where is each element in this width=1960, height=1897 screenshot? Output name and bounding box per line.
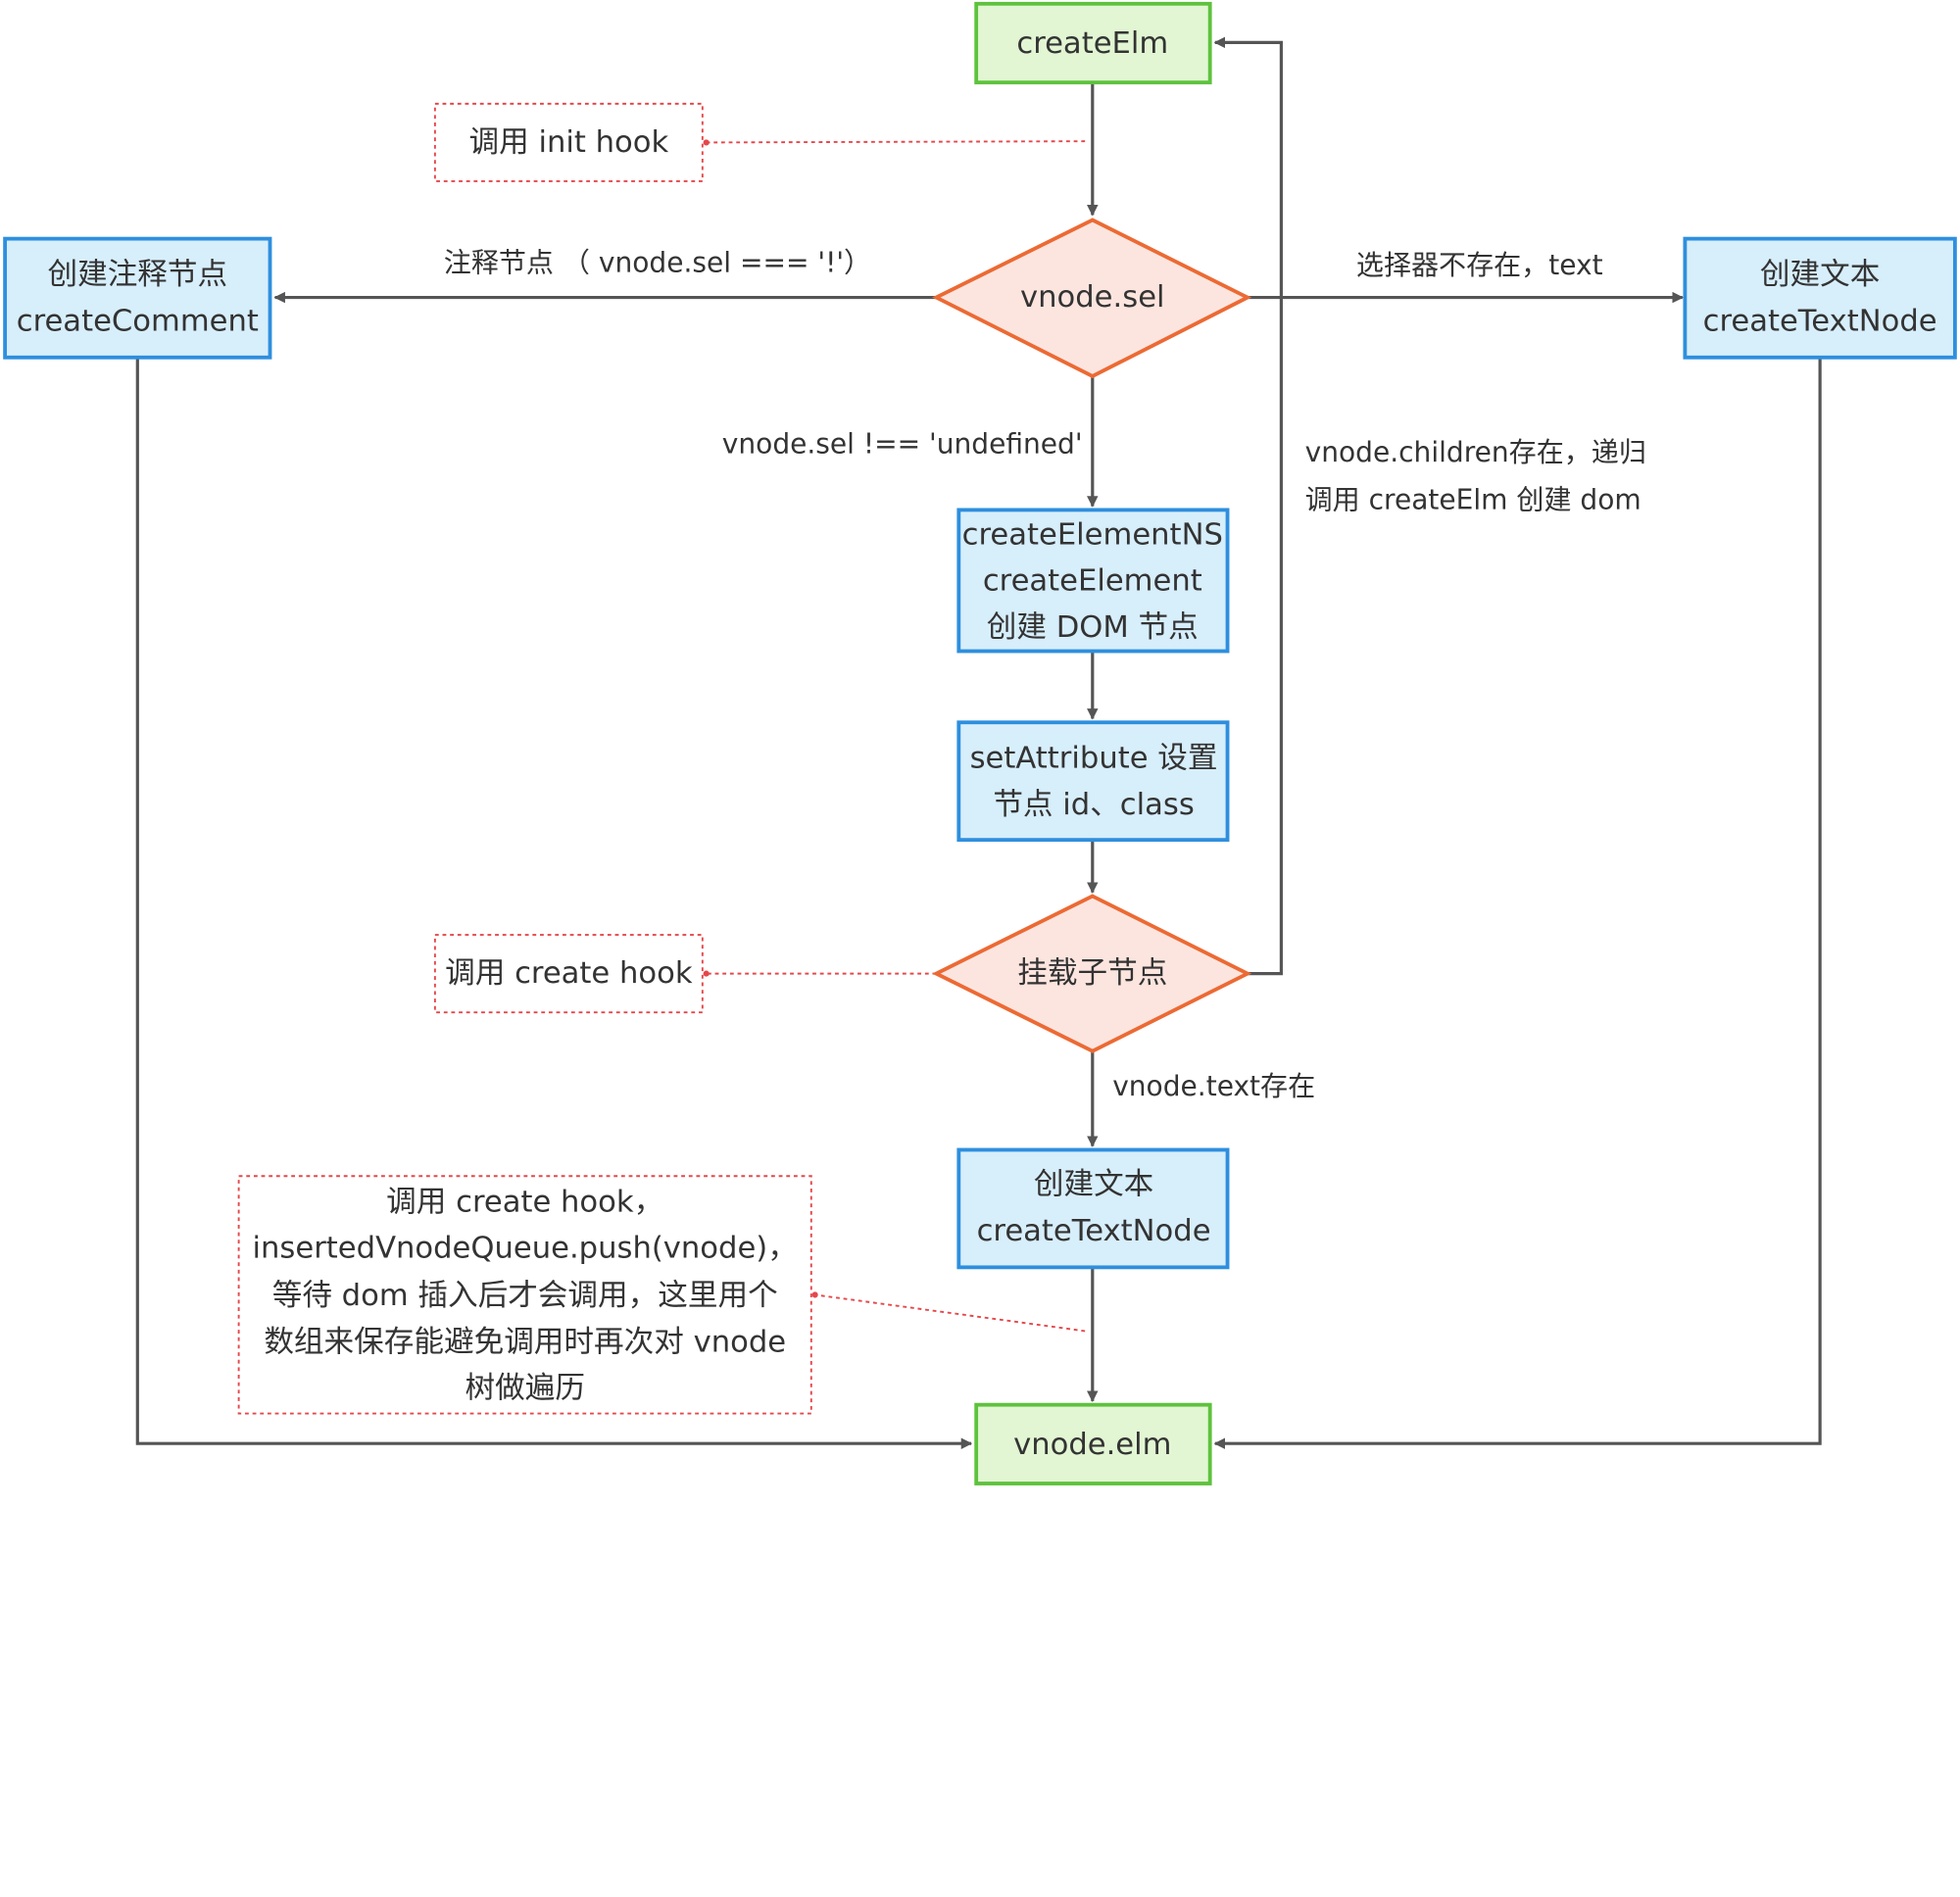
text-bottom-label-line1: 创建文本 bbox=[1034, 1168, 1153, 1202]
text-right-label-line2: createTextNode bbox=[1703, 304, 1937, 338]
note-create-hook: 调用 create hook bbox=[433, 934, 704, 1014]
note-init-hook: 调用 init hook bbox=[433, 102, 704, 182]
comment-label-line2: createComment bbox=[17, 304, 259, 338]
comment-label-line1: 创建注释节点 bbox=[47, 258, 227, 292]
inserted-note-line1: 调用 create hook， bbox=[386, 1186, 663, 1220]
note-inserted-queue: 调用 create hook， insertedVnodeQueue.push(… bbox=[237, 1175, 812, 1415]
create-element-line1: createElementNS bbox=[962, 517, 1223, 552]
edge-label-text-exists: vnode.text存在 bbox=[1112, 1070, 1315, 1102]
start-node-createelm: createElm bbox=[974, 1, 1212, 85]
text-bottom-label-line2: createTextNode bbox=[977, 1214, 1211, 1248]
vnode-elm-label: vnode.elm bbox=[1013, 1428, 1171, 1462]
inserted-note-line4: 数组来保存能避免调用时再次对 vnode bbox=[264, 1325, 786, 1359]
note-connectors bbox=[703, 139, 1086, 1333]
edge-label-no-selector: 选择器不存在，text bbox=[1356, 249, 1603, 281]
edge-label-comment: 注释节点 （ vnode.sel === '!'） bbox=[444, 246, 871, 278]
text-right-label-line1: 创建文本 bbox=[1760, 258, 1880, 292]
note-link-inserted bbox=[811, 1291, 1086, 1333]
set-attribute-line2: 节点 id、class bbox=[993, 788, 1194, 822]
edge-textnode-right-to-elm bbox=[1213, 357, 1822, 1449]
createelm-label: createElm bbox=[1016, 26, 1168, 61]
set-attribute-line1: setAttribute 设置 bbox=[970, 742, 1218, 776]
edge-label-children-line2: 调用 createElm 创建 dom bbox=[1305, 484, 1642, 516]
process-create-comment: 创建注释节点 createComment bbox=[3, 236, 272, 360]
edge-label-sel-defined: vnode.sel !== 'undefined' bbox=[722, 427, 1083, 460]
process-create-element: createElementNS createElement 创建 DOM 节点 bbox=[956, 508, 1230, 654]
create-element-line3: 创建 DOM 节点 bbox=[987, 610, 1199, 645]
create-element-line2: createElement bbox=[983, 564, 1202, 599]
process-create-text-bottom: 创建文本 createTextNode bbox=[956, 1147, 1230, 1270]
edge-mount-recurse-to-createelm bbox=[1213, 36, 1283, 976]
connectors bbox=[135, 36, 1822, 1449]
vnode-sel-label: vnode.sel bbox=[1020, 280, 1165, 315]
process-set-attribute: setAttribute 设置 节点 id、class bbox=[956, 720, 1230, 843]
inserted-note-line5: 树做遍历 bbox=[465, 1372, 584, 1406]
inserted-note-line3: 等待 dom 插入后才会调用，这里用个 bbox=[272, 1279, 778, 1313]
process-create-text-right: 创建文本 createTextNode bbox=[1683, 236, 1957, 360]
mount-children-label: 挂载子节点 bbox=[1017, 956, 1167, 991]
edge-label-children-line1: vnode.children存在，递归 bbox=[1305, 436, 1646, 468]
decision-mount-children: 挂载子节点 bbox=[932, 894, 1252, 1053]
decision-vnode-sel: vnode.sel bbox=[932, 218, 1252, 379]
note-link-init-hook bbox=[703, 139, 1086, 146]
end-node-vnode-elm: vnode.elm bbox=[974, 1402, 1212, 1485]
create-hook-text: 调用 create hook bbox=[445, 956, 693, 991]
edge-labels: 注释节点 （ vnode.sel === '!'） 选择器不存在，text vn… bbox=[444, 246, 1646, 1102]
flowchart-canvas: createElm vnode.sel 创建注释节点 createComment… bbox=[3, 1, 1957, 1485]
inserted-note-line2: insertedVnodeQueue.push(vnode)， bbox=[253, 1232, 798, 1266]
edge-comment-to-elm bbox=[135, 357, 973, 1449]
init-hook-text: 调用 init hook bbox=[469, 125, 669, 160]
